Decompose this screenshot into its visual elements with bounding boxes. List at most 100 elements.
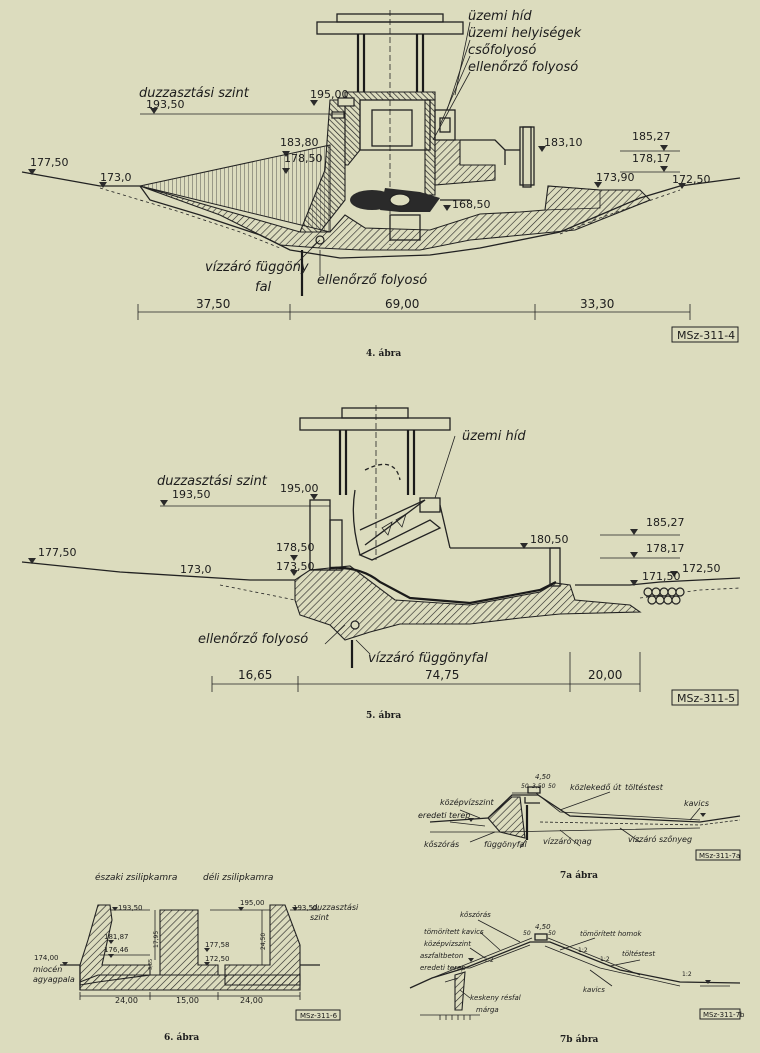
fig5-radial-gate <box>352 463 560 561</box>
fig7a-label-gravel: kavics <box>684 799 709 808</box>
fig6-level-b: 195,00 <box>240 899 265 907</box>
fig4-label-gallery: ellenőrző folyosó <box>317 273 427 288</box>
fig7b-label-gravel-compacted: tömörített kavics <box>424 928 484 936</box>
fig5-code: MSz-311-5 <box>677 692 735 705</box>
fig7a-dim-top: 4,50 <box>535 773 551 781</box>
fig7a-label-midwater: középvízszint <box>440 797 495 807</box>
fig4-label-rooms: üzemi helyiségek <box>468 26 582 41</box>
fig6-dim-v1: 17,95 <box>153 931 160 948</box>
fig5-level-17250: 172,50 <box>682 562 721 575</box>
fig4-label-gallery-top: ellenőrző folyosó <box>468 60 578 75</box>
fig5-dim-2: 74,75 <box>425 668 459 682</box>
fig4-level-18527: 185,27 <box>632 130 671 143</box>
fig6-label-miocene: miocén <box>33 964 62 974</box>
fig7a-label-turf: kőszórás <box>424 839 459 849</box>
fig5-level-markers <box>28 494 680 586</box>
fig4-level-17250: 172,50 <box>672 173 711 186</box>
fig4-caption: 4. ábra <box>366 348 401 359</box>
fig7b-code-box <box>699 1008 741 1020</box>
fig5-level-19500: 195,00 <box>280 482 319 495</box>
fig7a-code: MSz-311-7a <box>699 852 740 860</box>
fig6-label-miocene-2: agyagpala <box>33 975 75 984</box>
fig5-spillway-body <box>294 565 642 641</box>
fig5-level-17750: 177,50 <box>38 546 77 559</box>
fig6-caption: 6. ábra <box>164 1032 199 1043</box>
fig6-level-c: 193,50 <box>293 904 318 912</box>
fig4-level-19350: 193,50 <box>146 98 185 111</box>
fig7a-label-fill: töltéstest <box>625 782 664 792</box>
fig6-label-impound-2: szint <box>310 913 330 922</box>
fig7b-label-turf: kőszórás <box>460 910 491 919</box>
fig7b-label-terrain: eredeti terep <box>420 964 466 972</box>
fig7a-code-box <box>695 849 741 861</box>
fig7a-label-curtain: függönyfal <box>484 840 527 849</box>
fig5-level-18050: 180,50 <box>530 533 569 546</box>
fig7a-label-road: közlekedő út <box>570 783 622 792</box>
fig4-code: MSz-311-4 <box>677 329 735 342</box>
fig5-level-17350: 173,50 <box>276 560 315 573</box>
fig5-riprap <box>643 587 685 605</box>
fig4-level-17390: 173,90 <box>596 171 635 184</box>
fig4-level-16850: 168,50 <box>452 198 491 211</box>
fig7b-code: MSz-311-7b <box>703 1011 745 1019</box>
fig6-dim-3: 24,00 <box>240 996 263 1005</box>
fig5-dimension-line <box>211 652 641 692</box>
fig6-dim-2: 15,00 <box>176 996 199 1005</box>
fig5-level-17150: 171,50 <box>642 570 681 583</box>
fig4-label-pipe: csőfolyosó <box>468 43 536 58</box>
fig7b-label-gravel: kavics <box>583 986 605 994</box>
fig6-level-g: 172,50 <box>205 955 230 963</box>
fig4-level-17750: 177,50 <box>30 156 69 169</box>
fig6-level-d: 181,87 <box>104 933 129 941</box>
fig4-level-17850: 178,50 <box>284 152 323 165</box>
fig4-label-bridge: üzemi híd <box>468 9 532 24</box>
figure-7a: 4,50 50 3,50 50 közlekedő út töltéstest … <box>418 773 741 881</box>
fig4-dim-3: 33,30 <box>580 297 614 311</box>
fig7b-dim-a: 50 <box>523 930 531 937</box>
fig7b-slope-3: 1:2 <box>600 956 610 963</box>
fig4-label-impound: duzzasztási szint <box>139 86 250 101</box>
fig6-level-h: 174,00 <box>34 954 59 962</box>
fig7b-label-midwater: középvízszint <box>424 940 471 948</box>
figure-4: üzemi híd üzemi helyiségek csőfolyosó el… <box>21 9 741 359</box>
fig7b-label-asphalt: aszfaltbeton <box>420 952 463 960</box>
fig4-level-markers <box>28 100 686 211</box>
fig5-label-gallery: ellenőrző folyosó <box>198 632 308 647</box>
fig7b-label-marl-2: márga <box>476 1006 499 1014</box>
fig4-dimension-line <box>137 304 691 320</box>
fig7a-label-terrain: eredeti terep <box>418 811 470 820</box>
fig4-level-19500: 195,00 <box>310 88 349 101</box>
fig7b-dim-top: 4,50 <box>535 923 551 931</box>
fig4-label-curtain: vízzáró függöny <box>205 260 309 275</box>
fig6-level-e: 176,46 <box>104 946 129 954</box>
figure-7b: kőszórás 4,50 50 50 tömörített kavics tö… <box>409 910 745 1045</box>
fig7b-label-fill: töltéstest <box>622 950 655 958</box>
fig5-level-17817: 178,17 <box>646 542 685 555</box>
fig6-code-box <box>295 1009 341 1021</box>
fig6-label-impound: duzzasztási <box>312 903 359 912</box>
fig7b-slope-4: 1:2 <box>682 971 692 978</box>
fig7a-dim-a: 50 <box>521 783 529 790</box>
fig6-dim-v3: 3,85 <box>148 959 154 970</box>
fig7b-slope-2: 1:2 <box>578 947 588 954</box>
fig6-level-f: 177,58 <box>205 941 230 949</box>
fig6-label-south: déli zsilipkamra <box>203 872 273 883</box>
fig7a-dim-b: 3,50 <box>532 783 546 790</box>
fig4-gantry <box>316 10 464 245</box>
fig6-code: MSz-311-6 <box>300 1012 338 1020</box>
fig7a-dim-c: 50 <box>548 783 556 790</box>
fig5-label-impound: duzzasztási szint <box>157 474 268 489</box>
fig4-code-box <box>671 326 739 343</box>
fig5-caption: 5. ábra <box>366 710 401 721</box>
fig5-code-box <box>671 689 739 706</box>
fig4-upstream <box>139 97 355 233</box>
fig5-label-bridge: üzemi híd <box>462 429 526 444</box>
fig4-level-1730: 173,0 <box>100 171 132 184</box>
fig5-dim-1: 16,65 <box>238 668 272 682</box>
fig4-ground <box>21 171 741 259</box>
fig7b-label-sand: tömörített homok <box>580 930 643 938</box>
fig5-pier <box>309 499 343 571</box>
fig6-label-north: északi zsilipkamra <box>95 872 177 883</box>
